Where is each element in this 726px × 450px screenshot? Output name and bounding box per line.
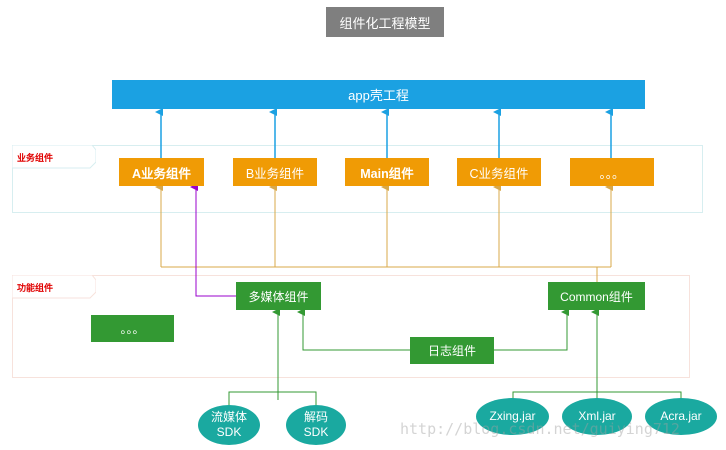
multimedia-component: 多媒体组件 [236, 282, 321, 310]
business-component-b: B业务组件 [233, 158, 317, 186]
function-region-label: 功能组件 [17, 283, 54, 293]
function-region-tab [12, 275, 96, 299]
common-to-business-arrows [155, 183, 613, 283]
streaming-sdk-line-2: SDK [216, 425, 242, 439]
log-component: 日志组件 [410, 337, 494, 364]
business-component-a: A业务组件 [119, 158, 204, 186]
acra-jar: Acra.jar [645, 398, 717, 435]
sdk-to-multimedia-arrows [228, 308, 317, 410]
codec-sdk: 解码 SDK [286, 405, 346, 445]
codec-sdk-line-2: SDK [303, 425, 329, 439]
codec-sdk-line-1: 解码 [303, 410, 328, 424]
streaming-sdk: 流媒体 SDK [198, 405, 260, 445]
xml-jar: Xml.jar [562, 398, 632, 435]
jars-to-common-arrows [512, 308, 682, 410]
streaming-sdk-line-1: 流媒体 [210, 410, 247, 424]
function-component-more: 。。。 [91, 315, 174, 342]
business-region-label: 业务组件 [17, 153, 54, 163]
log-component-arrows [297, 308, 569, 351]
zxing-jar: Zxing.jar [476, 398, 549, 435]
business-region-tab [12, 145, 96, 169]
diagram-title: 组件化工程模型 [326, 7, 444, 37]
business-component-more: 。。。 [570, 158, 654, 186]
blog-watermark: http://blog.csdn.net/guiying712 [400, 420, 680, 438]
business-component-c: C业务组件 [457, 158, 541, 186]
business-component-main: Main组件 [345, 158, 429, 186]
business-to-app-arrows [155, 108, 613, 158]
multimedia-to-a-arrow [190, 183, 236, 297]
common-component: Common组件 [548, 282, 645, 310]
app-shell-box: app壳工程 [112, 80, 645, 109]
